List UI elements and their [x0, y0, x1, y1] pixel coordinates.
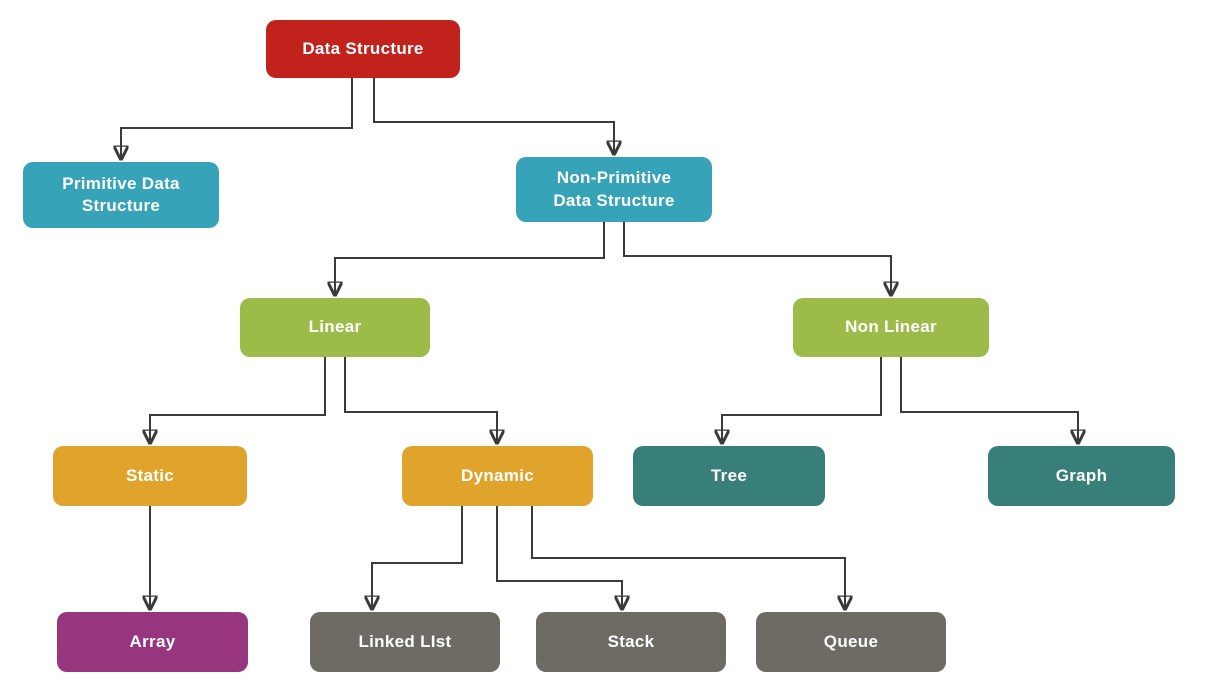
edge-non-primitive-to-linear: [335, 222, 605, 294]
node-data-structure: Data Structure: [266, 20, 460, 78]
node-linear: Linear: [240, 298, 430, 357]
node-dynamic: Dynamic: [402, 446, 593, 506]
node-tree: Tree: [633, 446, 825, 506]
node-stack: Stack: [536, 612, 726, 672]
edge-data-structure-to-non-primitive: [373, 78, 614, 153]
edge-linear-to-dynamic: [344, 357, 497, 442]
node-non-primitive-data-structure: Non-Primitive Data Structure: [516, 157, 712, 222]
node-queue: Queue: [756, 612, 946, 672]
node-primitive-data-structure: Primitive Data Structure: [23, 162, 219, 228]
node-non-linear: Non Linear: [793, 298, 989, 357]
edge-dynamic-to-queue: [531, 506, 845, 608]
edge-linear-to-static: [150, 357, 326, 442]
node-graph: Graph: [988, 446, 1175, 506]
edge-non-linear-to-tree: [722, 357, 882, 442]
edge-dynamic-to-linked-list: [372, 506, 463, 608]
node-static: Static: [53, 446, 247, 506]
edge-non-linear-to-graph: [900, 357, 1078, 442]
edge-non-primitive-to-non-linear: [623, 222, 891, 294]
node-array: Array: [57, 612, 248, 672]
edge-data-structure-to-primitive: [121, 78, 353, 158]
node-linked-list: Linked LIst: [310, 612, 500, 672]
edge-dynamic-to-stack: [496, 506, 622, 608]
